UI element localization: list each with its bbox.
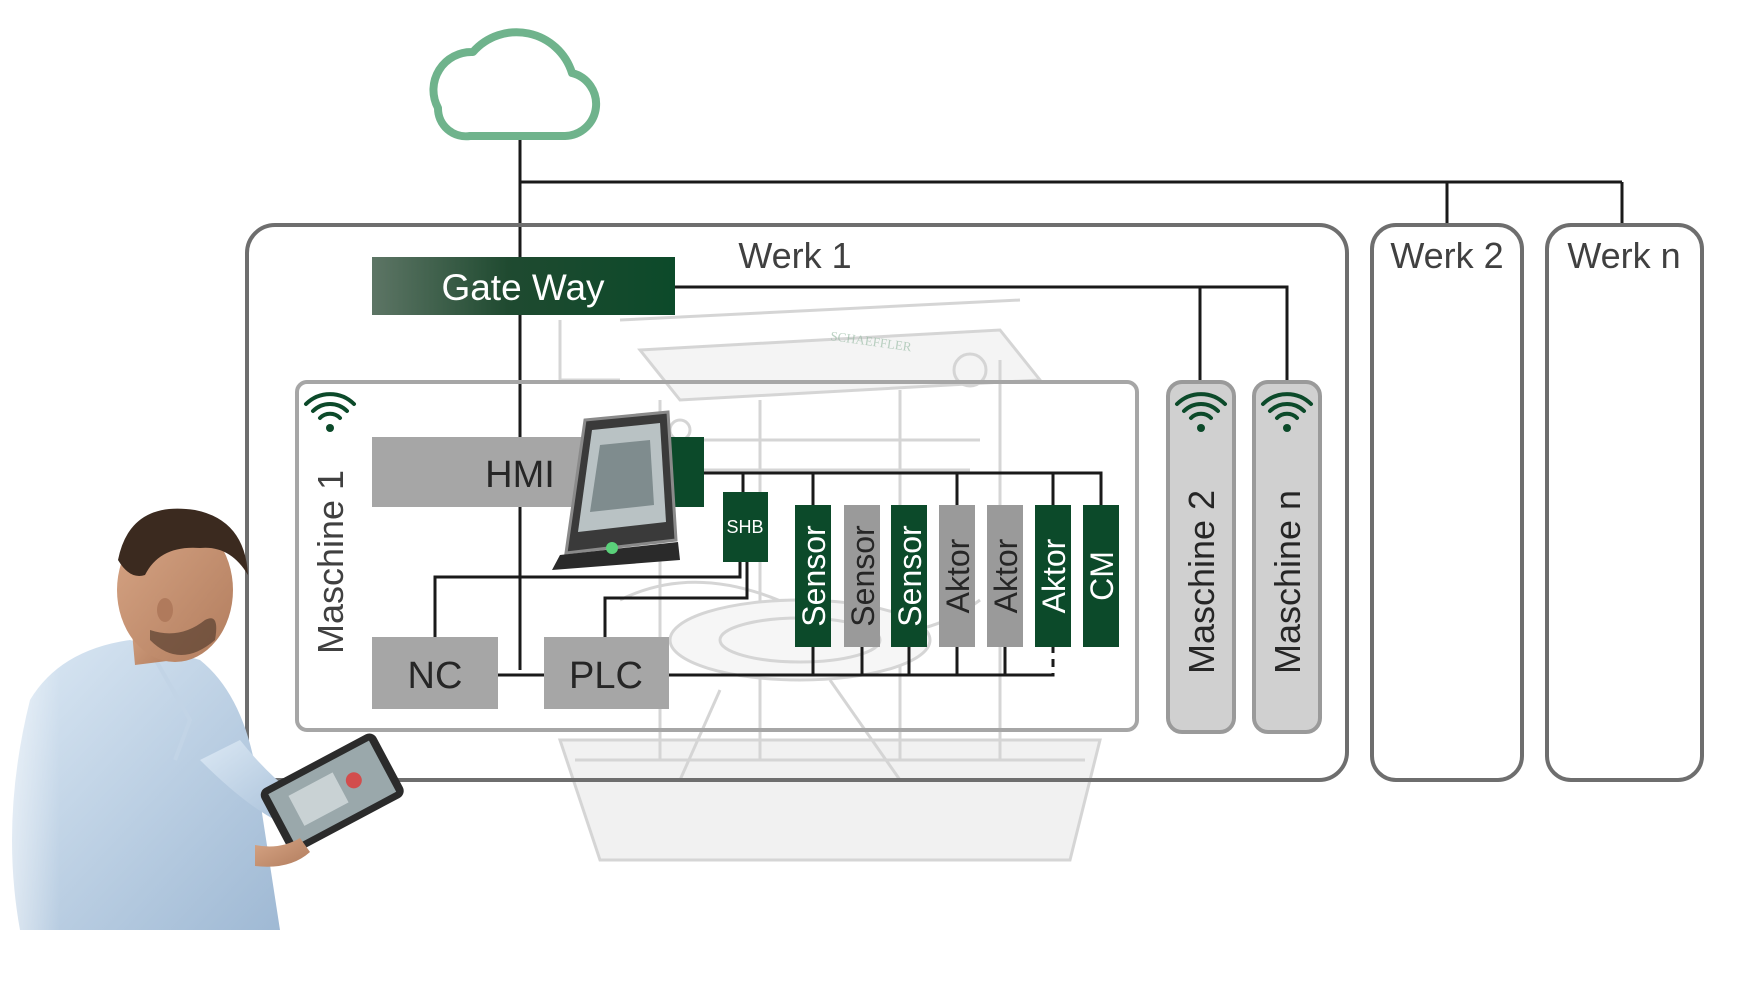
shb-box	[723, 492, 768, 562]
device-box-aktor	[939, 505, 975, 647]
cloud-icon	[429, 28, 601, 141]
gateway-label: Gate Way	[441, 267, 605, 308]
maschine-n-label: Maschine n	[1267, 490, 1308, 674]
maschine-n-box	[1252, 380, 1322, 734]
wifi-icon	[1261, 392, 1313, 432]
device-label: Aktor	[988, 538, 1024, 613]
werk-n-label: Werk n	[1567, 235, 1680, 276]
device-label: Sensor	[796, 525, 832, 627]
maschine-2-label: Maschine 2	[1181, 490, 1222, 674]
device-box-sensor	[795, 505, 831, 647]
hmi-box	[372, 437, 602, 507]
device-label: Sensor	[845, 525, 881, 627]
device-label: Sensor	[892, 525, 928, 627]
shb-label: SHB	[726, 517, 763, 537]
device-box-cm	[1083, 505, 1119, 647]
maschine-2-box	[1166, 380, 1236, 734]
maschine-1-label: Maschine 1	[310, 470, 351, 654]
werk-1-label: Werk 1	[738, 235, 851, 276]
plc-label: PLC	[569, 655, 643, 697]
device-column: Sensor Sensor Sensor Aktor Aktor Aktor CM	[795, 505, 1120, 647]
gateway-machine-links	[675, 285, 1289, 385]
engineer-with-tablet-illustration	[0, 508, 404, 940]
hmi-connector	[670, 437, 704, 507]
werk-n-frame	[1545, 223, 1704, 782]
gateway-box	[372, 257, 675, 315]
nc-label: NC	[408, 655, 463, 697]
nc-box	[372, 637, 498, 709]
werk-1-frame	[245, 223, 1349, 782]
device-box-aktor	[1035, 505, 1071, 647]
hmi-panel-icon	[552, 410, 680, 570]
werk-2-frame	[1370, 223, 1524, 782]
wifi-icon	[1175, 392, 1227, 432]
machine-1-wiring	[433, 471, 1103, 677]
device-label: Aktor	[1036, 538, 1072, 613]
device-label: CM	[1084, 551, 1120, 601]
device-box-sensor	[844, 505, 880, 647]
device-box-aktor	[987, 505, 1023, 647]
maschine-1-frame	[295, 380, 1139, 732]
werk-2-label: Werk 2	[1390, 235, 1503, 276]
optional-link	[1005, 647, 1055, 677]
network-backbone	[518, 140, 1624, 670]
device-box-sensor	[891, 505, 927, 647]
device-label: Aktor	[940, 538, 976, 613]
hmi-label: HMI	[485, 454, 555, 496]
wifi-icon	[304, 392, 356, 432]
plc-box	[544, 637, 669, 709]
